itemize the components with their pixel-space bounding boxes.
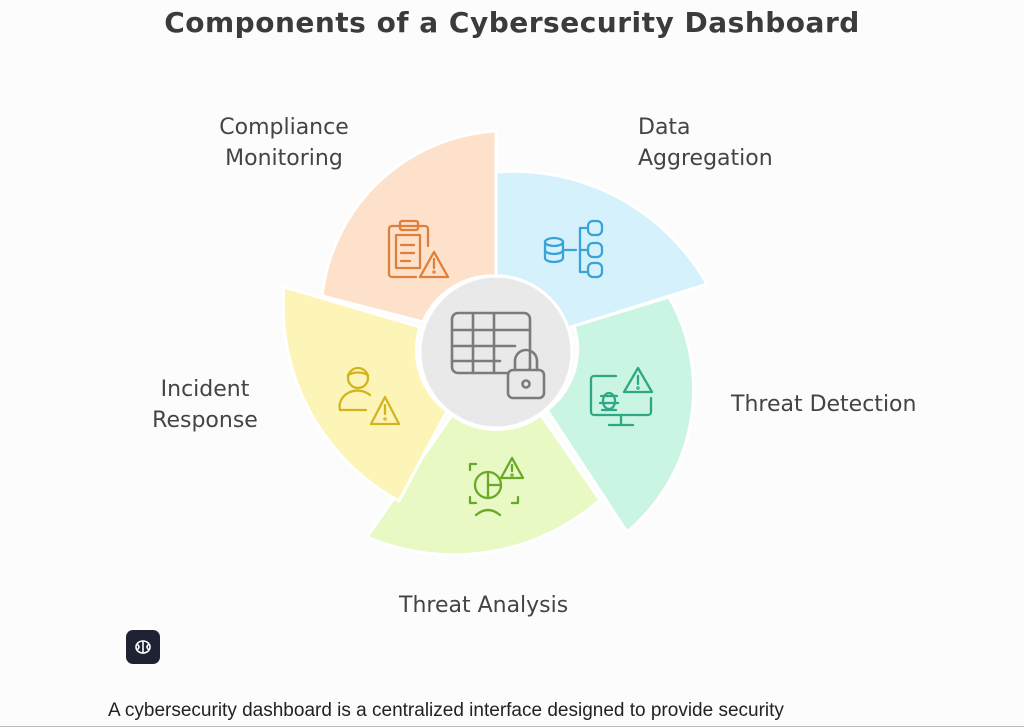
user-alert-icon [338,366,401,426]
brand-logo[interactable] [126,630,160,664]
table-lock-icon [450,311,546,400]
label-line: Data [638,115,691,140]
label-line: Response [152,408,258,433]
monitor-bug-alert-icon [589,366,654,427]
brain-logo-icon [135,640,151,654]
label-line: Threat Detection [731,392,917,417]
scan-chart-alert-icon [468,456,525,517]
label-incident-response: Incident Response [145,374,265,436]
page-title: Components of a Cybersecurity Dashboard [164,6,860,39]
database-flow-icon [543,219,604,279]
label-threat-analysis: Threat Analysis [399,590,568,621]
label-data-aggregation: Data Aggregation [638,112,773,174]
caption-text: A cybersecurity dashboard is a centraliz… [108,700,784,721]
label-compliance-monitoring: Compliance Monitoring [212,112,356,174]
label-threat-detection: Threat Detection [731,389,916,420]
segment-incident-response [281,285,449,504]
label-line: Incident [160,377,250,402]
label-line: Threat Analysis [399,593,569,618]
label-line: Aggregation [638,146,773,171]
clipboard-alert-icon [387,219,450,279]
label-line: Compliance [219,115,349,140]
center-circle [418,274,574,430]
label-line: Monitoring [225,146,343,171]
